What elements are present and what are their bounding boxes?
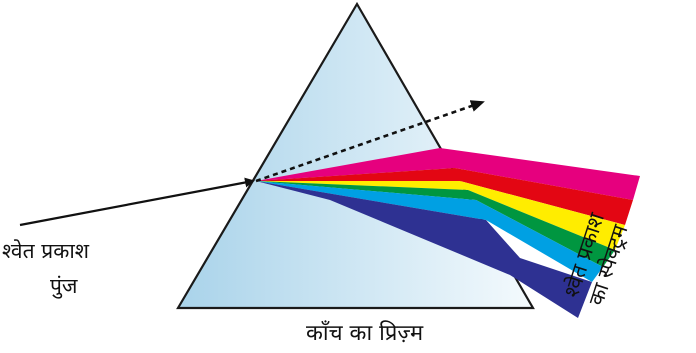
incident-ray-arrow xyxy=(19,177,255,227)
label-glass-prism: काँच का प्रिज़्म xyxy=(306,321,424,346)
undeviated-ray-dashed-arrow xyxy=(255,100,485,183)
spectrum-bands xyxy=(256,148,640,318)
band-indigo xyxy=(256,181,592,318)
label-white-light-beam: श्वेत प्रकाश xyxy=(2,239,90,263)
band-cyan xyxy=(256,181,603,282)
band-yellow xyxy=(256,181,625,250)
band-magenta xyxy=(256,148,640,200)
band-green xyxy=(256,181,615,267)
band-red xyxy=(256,168,633,225)
label-white-light-beam-line2: पुंज xyxy=(50,274,78,298)
